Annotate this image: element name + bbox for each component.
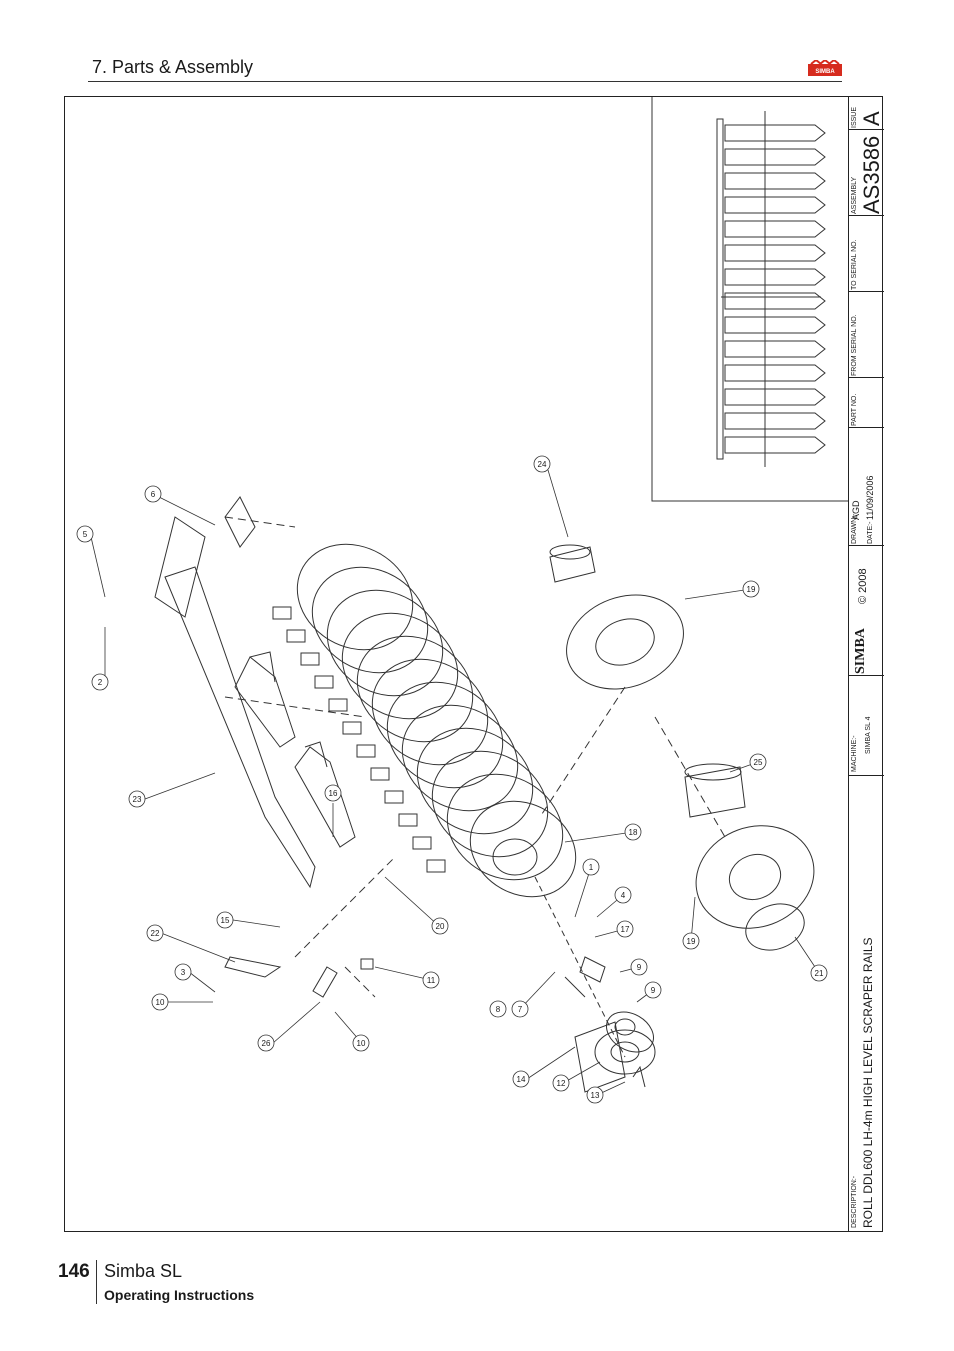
to-serial-cell: TO SERIAL NO. (849, 216, 884, 292)
callout-17: 17 (621, 925, 630, 934)
to-serial-label: TO SERIAL NO. (851, 239, 858, 290)
copyright: © 2008 (857, 568, 869, 604)
callout-3: 3 (181, 968, 186, 977)
date-value: 11/09/2006 (865, 475, 875, 520)
drawn-date-cell: DRAWN:- AGD DATE:- 11/09/2006 (849, 428, 884, 546)
assembly-cell: ASSEMBLY AS3586 (849, 130, 884, 216)
product-name: Simba SL (104, 1261, 183, 1281)
simba-logo-icon: SIMBA (808, 60, 842, 76)
callout-16: 16 (329, 789, 338, 798)
description-label: DESCRIPTION:- (851, 1175, 858, 1228)
header-divider (88, 81, 842, 82)
from-serial-cell: FROM SERIAL NO. (849, 292, 884, 378)
callout-19b: 19 (687, 937, 696, 946)
callout-13: 13 (591, 1091, 600, 1100)
callout-4: 4 (621, 891, 626, 900)
issue-label: ISSUE (851, 106, 858, 128)
callout-25: 25 (754, 758, 763, 767)
callout-19: 19 (747, 585, 756, 594)
issue-value: A (859, 111, 884, 126)
callout-9b: 9 (651, 986, 656, 995)
callout-21: 21 (815, 969, 824, 978)
callout-14: 14 (517, 1075, 526, 1084)
callout-8: 8 (496, 1005, 501, 1014)
title-block: ISSUE A ASSEMBLY AS3586 TO SERIAL NO. FR… (848, 96, 884, 1232)
part-no-cell: PART NO. (849, 378, 884, 428)
callout-26: 26 (262, 1039, 271, 1048)
assembly-label: ASSEMBLY (851, 176, 858, 214)
callout-1: 1 (589, 863, 594, 872)
callout-6: 6 (151, 490, 156, 499)
callout-23: 23 (133, 795, 142, 804)
manual-subtitle: Operating Instructions (104, 1287, 255, 1303)
machine-value: SIMBA SL 4 (865, 716, 872, 754)
machine-label: MACHINE:- (851, 735, 858, 772)
company-cell: SIMBA © 2008 (849, 546, 884, 676)
issue-cell: ISSUE A (849, 96, 884, 130)
part-no-label: PART NO. (851, 393, 858, 426)
assembly-number: AS3586 (859, 135, 884, 214)
svg-text:SIMBA: SIMBA (815, 69, 835, 75)
section-title: 7. Parts & Assembly (92, 57, 254, 77)
date-label: DATE:- (867, 521, 874, 544)
drawn-value: AGD (851, 500, 861, 520)
exploded-assembly-drawing: 24 6 5 2 19 23 16 25 18 1 4 17 9 9 8 7 1… (76, 97, 849, 1104)
drawing-frame: 24 6 5 2 19 23 16 25 18 1 4 17 9 9 8 7 1… (64, 96, 883, 1232)
page-number: 146 (58, 1261, 90, 1282)
callout-10: 10 (156, 998, 165, 1007)
callout-22: 22 (151, 929, 160, 938)
callout-2: 2 (98, 678, 103, 687)
callout-12: 12 (557, 1079, 566, 1088)
callout-11: 11 (427, 976, 436, 985)
callout-10b: 10 (357, 1039, 366, 1048)
callout-9: 9 (637, 963, 642, 972)
description-cell: DESCRIPTION:- ROLL DDL600 LH-4m HIGH LEV… (849, 776, 884, 1232)
callout-24: 24 (538, 460, 547, 469)
callout-7: 7 (518, 1005, 523, 1014)
callout-5: 5 (83, 530, 88, 539)
footer-divider (96, 1260, 97, 1304)
callout-18: 18 (629, 828, 638, 837)
company-name: SIMBA (853, 628, 868, 674)
description-value: ROLL DDL600 LH-4m HIGH LEVEL SCRAPER RAI… (861, 937, 875, 1228)
callout-15: 15 (221, 916, 230, 925)
from-serial-label: FROM SERIAL NO. (851, 314, 858, 376)
machine-cell: MACHINE:- SIMBA SL 4 (849, 676, 884, 776)
callout-20: 20 (436, 922, 445, 931)
